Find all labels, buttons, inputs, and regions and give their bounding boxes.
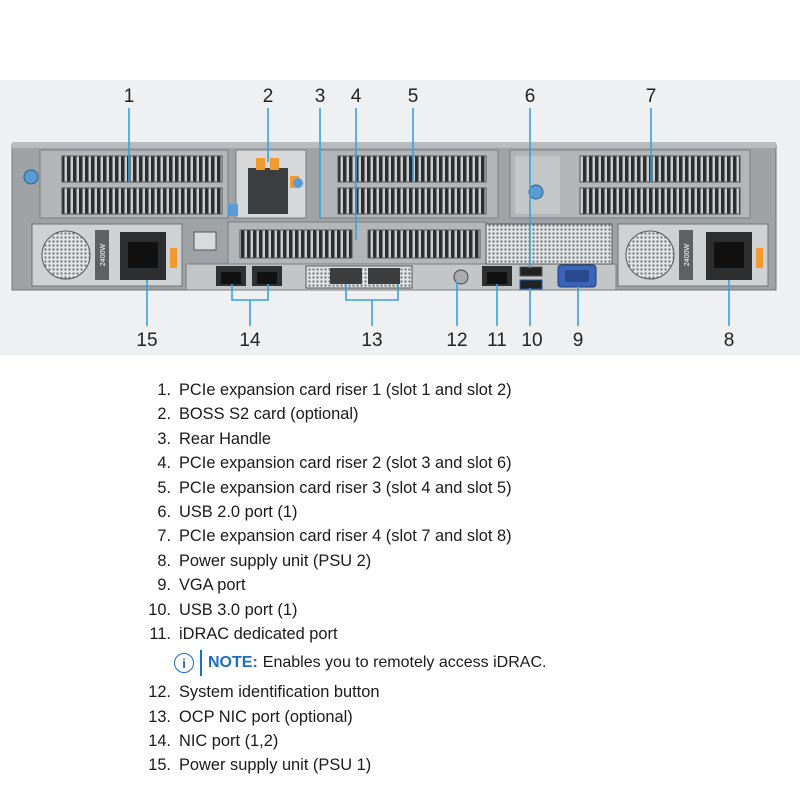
riser-4 xyxy=(509,149,751,219)
legend-item: 9. VGA port xyxy=(138,573,758,597)
legend-number: 12. xyxy=(148,683,171,702)
nic-port-2 xyxy=(252,266,282,286)
usb-3-port xyxy=(519,279,543,290)
callout-2: 2 xyxy=(263,86,274,107)
callout-5: 5 xyxy=(408,86,419,107)
nic-port-1 xyxy=(216,266,246,286)
legend-item: 3. Rear Handle xyxy=(138,427,758,451)
note-divider xyxy=(200,650,202,677)
callout-8: 8 xyxy=(724,330,735,351)
legend-item: 13. OCP NIC port (optional) xyxy=(138,705,758,729)
callout-13: 13 xyxy=(361,330,382,351)
legend-number: 7. xyxy=(157,527,171,546)
server-rear-diagram: 2400W 2400W xyxy=(0,80,800,355)
legend-text: USB 3.0 port (1) xyxy=(179,600,298,619)
callout-9: 9 xyxy=(573,330,584,351)
legend-item: 11. iDRAC dedicated port xyxy=(138,622,758,646)
note-callout: i NOTE: Enables you to remotely access i… xyxy=(138,646,758,680)
vga-port xyxy=(557,264,597,288)
legend-number: 4. xyxy=(157,454,171,473)
legend-text: System identification button xyxy=(179,683,380,702)
legend-number: 8. xyxy=(157,551,171,570)
legend-item: 8. Power supply unit (PSU 2) xyxy=(138,549,758,573)
callout-7: 7 xyxy=(646,86,657,107)
legend-text: Rear Handle xyxy=(179,429,272,448)
callout-4: 4 xyxy=(351,86,362,107)
legend-text: Power supply unit (PSU 2) xyxy=(179,551,372,570)
legend-item: 7. PCIe expansion card riser 4 (slot 7 an… xyxy=(138,524,758,548)
legend-number: 11. xyxy=(149,624,171,643)
legend-item: 12. System identification button xyxy=(138,680,758,704)
legend-item: 2. BOSS S2 card (optional) xyxy=(138,402,758,426)
callout-14: 14 xyxy=(239,330,261,351)
psu-1-label: 2400W xyxy=(100,244,107,267)
legend-number: 2. xyxy=(157,405,171,424)
callout-10: 10 xyxy=(521,330,542,351)
legend-number: 15. xyxy=(148,756,171,775)
callout-11: 11 xyxy=(487,330,507,351)
legend-number: 10. xyxy=(148,600,171,619)
legend-item: 1. PCIe expansion card riser 1 (slot 1 an… xyxy=(138,378,758,402)
callout-lines xyxy=(128,108,730,326)
info-icon: i xyxy=(174,653,194,674)
legend-item: 6. USB 2.0 port (1) xyxy=(138,500,758,524)
legend-number: 13. xyxy=(148,707,171,726)
legend-number: 14. xyxy=(148,732,171,751)
legend-text: USB 2.0 port (1) xyxy=(179,502,298,521)
chassis-top-edge xyxy=(12,142,776,148)
legend-text: iDRAC dedicated port xyxy=(179,624,338,643)
usb-2-port xyxy=(519,266,543,277)
legend-item: 14. NIC port (1,2) xyxy=(138,729,758,753)
legend-text: BOSS S2 card (optional) xyxy=(179,405,359,424)
legend-text: NIC port (1,2) xyxy=(179,732,279,751)
legend-number: 1. xyxy=(157,381,171,399)
riser-1 xyxy=(23,149,229,219)
legend-number: 9. xyxy=(157,576,171,595)
callout-6: 6 xyxy=(525,86,536,107)
callout-15: 15 xyxy=(136,330,157,351)
system-id-button xyxy=(453,269,469,285)
callout-12: 12 xyxy=(446,330,467,351)
legend-text: PCIe expansion card riser 3 (slot 4 and … xyxy=(179,478,512,497)
legend-text: OCP NIC port (optional) xyxy=(179,707,353,726)
component-legend: 1. PCIe expansion card riser 1 (slot 1 an… xyxy=(138,378,758,778)
callout-1: 1 xyxy=(124,86,135,107)
riser-3 xyxy=(319,149,499,219)
legend-text: VGA port xyxy=(179,576,246,595)
legend-item: 15. Power supply unit (PSU 1) xyxy=(138,753,758,777)
legend-text: Power supply unit (PSU 1) xyxy=(179,756,372,775)
psu-2-label: 2400W xyxy=(684,244,691,267)
callout-3: 3 xyxy=(315,86,326,107)
legend-text: PCIe expansion card riser 2 (slot 3 and … xyxy=(179,454,512,473)
ocp-nic-port xyxy=(330,268,400,284)
legend-number: 6. xyxy=(157,502,171,521)
legend-text: PCIe expansion card riser 4 (slot 7 and … xyxy=(179,527,512,546)
legend-item: 5. PCIe expansion card riser 3 (slot 4 an… xyxy=(138,476,758,500)
legend-text: PCIe expansion card riser 1 (slot 1 and … xyxy=(179,381,512,399)
idrac-port xyxy=(482,266,512,286)
boss-s2-card xyxy=(228,149,307,219)
legend-item: 4. PCIe expansion card riser 2 (slot 3 an… xyxy=(138,451,758,475)
legend-number: 3. xyxy=(157,429,171,448)
psu-2: 2400W xyxy=(617,223,769,287)
note-text: Enables you to remotely access iDRAC. xyxy=(262,654,547,672)
legend-item: 10. USB 3.0 port (1) xyxy=(138,598,758,622)
psu-1: 2400W xyxy=(31,223,183,287)
note-label: NOTE: xyxy=(208,654,258,672)
legend-number: 5. xyxy=(157,478,171,497)
riser-2 xyxy=(193,221,487,265)
